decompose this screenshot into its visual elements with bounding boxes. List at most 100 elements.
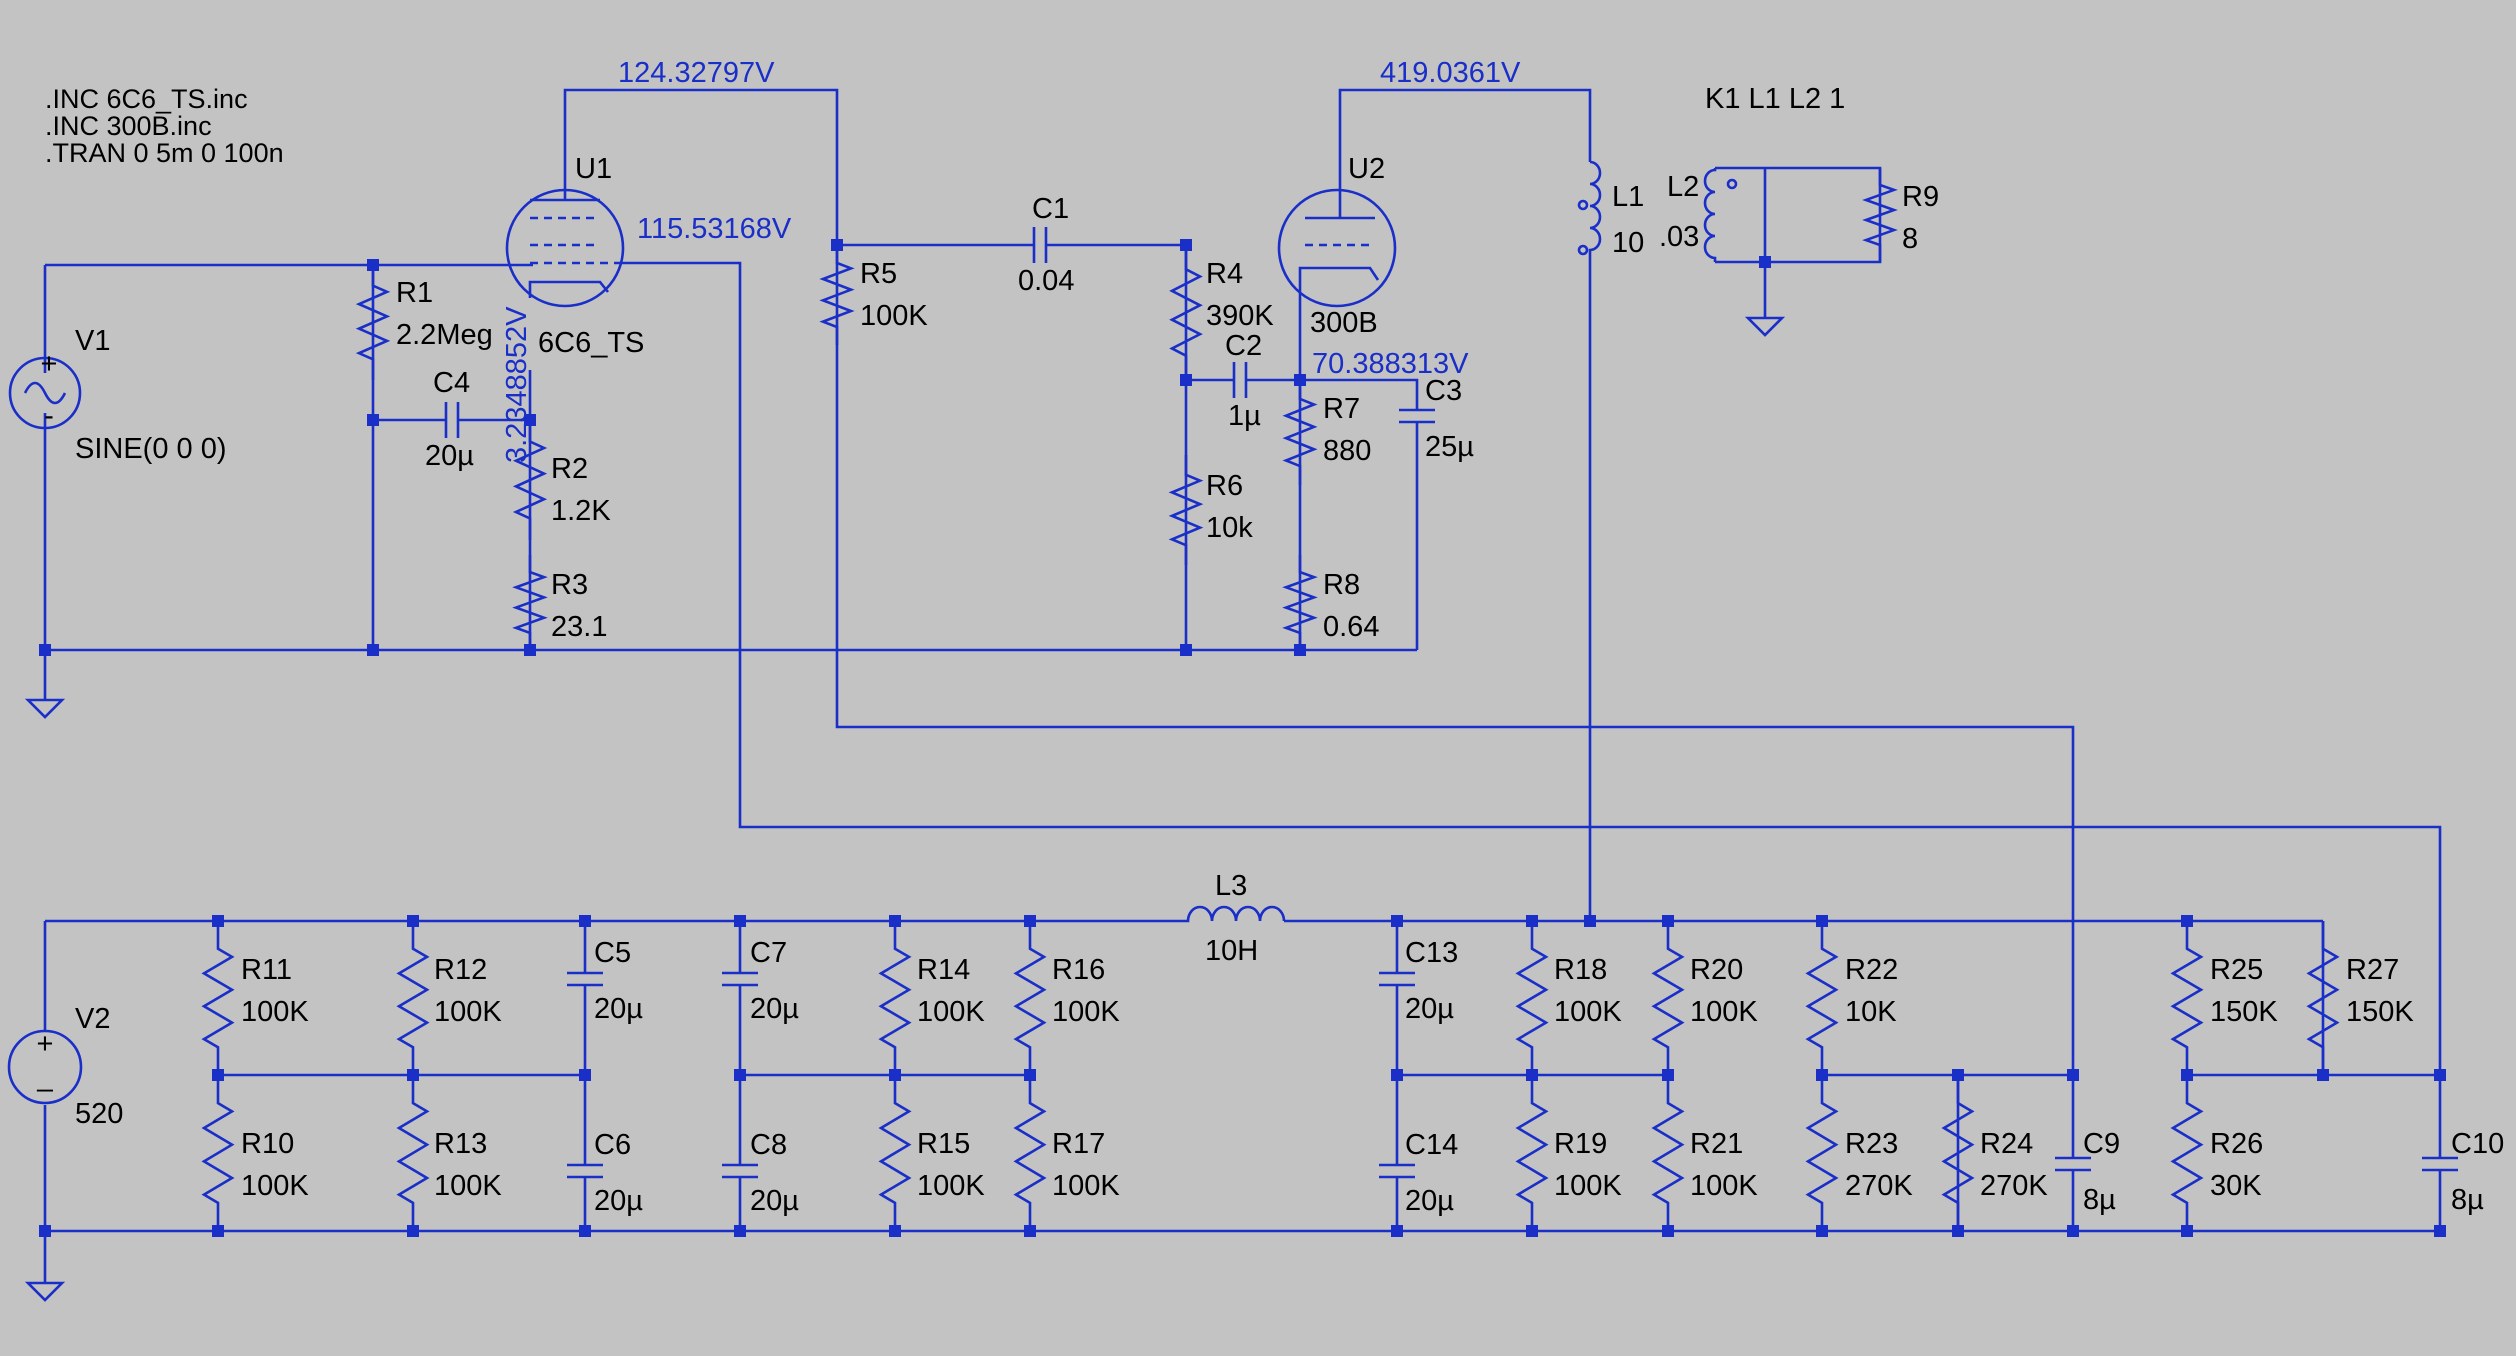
capacitor-c10-name: C10 (2451, 1128, 2504, 1160)
resistor-symbol (1013, 1075, 1047, 1231)
capacitor-c5 (567, 971, 603, 987)
resistor-r21-value: 100K (1690, 1170, 1758, 1202)
resistor-r10-name: R10 (241, 1128, 294, 1160)
resistor-r17 (1013, 1075, 1047, 1231)
resistor-symbol (2306, 921, 2340, 1075)
tube-envelope (1277, 188, 1397, 308)
resistor-r16-name: R16 (1052, 954, 1105, 986)
capacitor-c9-name: C9 (2083, 1128, 2120, 1160)
junction-dot (889, 915, 901, 927)
resistor-r20-value: 100K (1690, 996, 1758, 1028)
resistor-r4-value: 390K (1206, 300, 1274, 332)
tube-u2 (1277, 155, 1397, 308)
resistor-symbol (1515, 921, 1549, 1075)
junction-dot (1662, 1225, 1674, 1237)
junction-dot (1024, 915, 1036, 927)
resistor-r8-value: 0.64 (1323, 611, 1379, 643)
capacitor-c8 (722, 1163, 758, 1179)
resistor-r26 (2170, 1075, 2204, 1231)
junction-dot (2434, 1069, 2446, 1081)
junction-dot (2181, 915, 2193, 927)
resistor-r5-name: R5 (860, 258, 897, 290)
junction-dot (2067, 1069, 2079, 1081)
ground-triangle (24, 698, 66, 719)
resistor-symbol (396, 1075, 430, 1231)
junction-dot (579, 1069, 591, 1081)
resistor-r13-value: 100K (434, 1170, 502, 1202)
ground-triangle (1744, 316, 1786, 337)
inductor-coil (1182, 905, 1286, 923)
capacitor-c6 (567, 1163, 603, 1179)
resistor-r1-name: R1 (396, 277, 433, 309)
plus-sign: + (37, 1028, 54, 1060)
capacitor-c1-value: 0.04 (1018, 265, 1074, 297)
junction-dot (2434, 1225, 2446, 1237)
capacitor-c3-name: C3 (1425, 375, 1462, 407)
tube-u1-name: U1 (575, 153, 612, 185)
minus-sign: – (37, 1073, 54, 1105)
resistor-r24 (1941, 1075, 1975, 1231)
junction-dot (407, 1069, 419, 1081)
resistor-r23-value: 270K (1845, 1170, 1913, 1202)
resistor-symbol (1515, 1075, 1549, 1231)
resistor-r11-name: R11 (241, 954, 292, 986)
junction-dot (524, 414, 536, 426)
resistor-r19-value: 100K (1554, 1170, 1622, 1202)
capacitor-c6-name: C6 (594, 1129, 631, 1161)
resistor-r22 (1805, 921, 1839, 1075)
inductor-l1-value: 10 (1612, 227, 1644, 259)
resistor-symbol (878, 921, 912, 1075)
inductor-l2-name: L2 (1667, 171, 1699, 203)
source-circle (7, 1029, 83, 1105)
resistor-symbol (1805, 921, 1839, 1075)
resistor-symbol (1941, 1075, 1975, 1231)
junction-dot (1526, 1225, 1538, 1237)
junction-dot (2067, 1225, 2079, 1237)
resistor-r5 (819, 245, 855, 345)
inductor-l2 (1703, 168, 1738, 262)
resistor-r10-value: 100K (241, 1170, 309, 1202)
junction-dot (1526, 1069, 1538, 1081)
ground-triangle (24, 1281, 66, 1302)
junction-dot (39, 1225, 51, 1237)
voltage-u1-cathode: 3.2348852V (501, 306, 533, 463)
junction-dot (212, 1225, 224, 1237)
ground-symbol (1744, 316, 1786, 337)
junction-dot (407, 1225, 419, 1237)
junction-dot (524, 644, 536, 656)
resistor-r6-value: 10k (1206, 512, 1253, 544)
junction-dot (1816, 1225, 1828, 1237)
capacitor-c2-value: 1µ (1228, 400, 1261, 432)
capacitor-c1-name: C1 (1032, 193, 1069, 225)
resistor-r13-name: R13 (434, 1128, 487, 1160)
capacitor-c14-value: 20µ (1405, 1185, 1454, 1217)
resistor-r12-value: 100K (434, 996, 502, 1028)
source-v2 (7, 1029, 83, 1105)
sine-wave-icon (23, 381, 67, 405)
junction-dot (212, 1069, 224, 1081)
resistor-symbol (512, 555, 548, 650)
tube-cathode (1298, 266, 1380, 298)
components (7, 155, 2458, 1302)
wire (1338, 88, 1592, 162)
inductor-dot (1577, 244, 1589, 256)
resistor-symbol (201, 921, 235, 1075)
junction-dot (1662, 1069, 1674, 1081)
spice-directive: .TRAN 0 5m 0 100n (45, 138, 284, 168)
resistor-r14-value: 100K (917, 996, 985, 1028)
resistor-r15-name: R15 (917, 1128, 970, 1160)
inductor-coil (1703, 168, 1717, 262)
resistor-r6 (1168, 455, 1204, 565)
inductor-l3-value: 10H (1205, 935, 1258, 967)
voltage-u2-plate: 419.0361V (1380, 57, 1521, 89)
resistor-r18-name: R18 (1554, 954, 1607, 986)
capacitor-c6-value: 20µ (594, 1185, 643, 1217)
resistor-r21 (1651, 1075, 1685, 1231)
resistor-r27 (2306, 921, 2340, 1075)
resistor-r22-name: R22 (1845, 954, 1898, 986)
resistor-r11 (201, 921, 235, 1075)
resistor-r2 (512, 420, 548, 540)
resistor-r14-name: R14 (917, 954, 970, 986)
